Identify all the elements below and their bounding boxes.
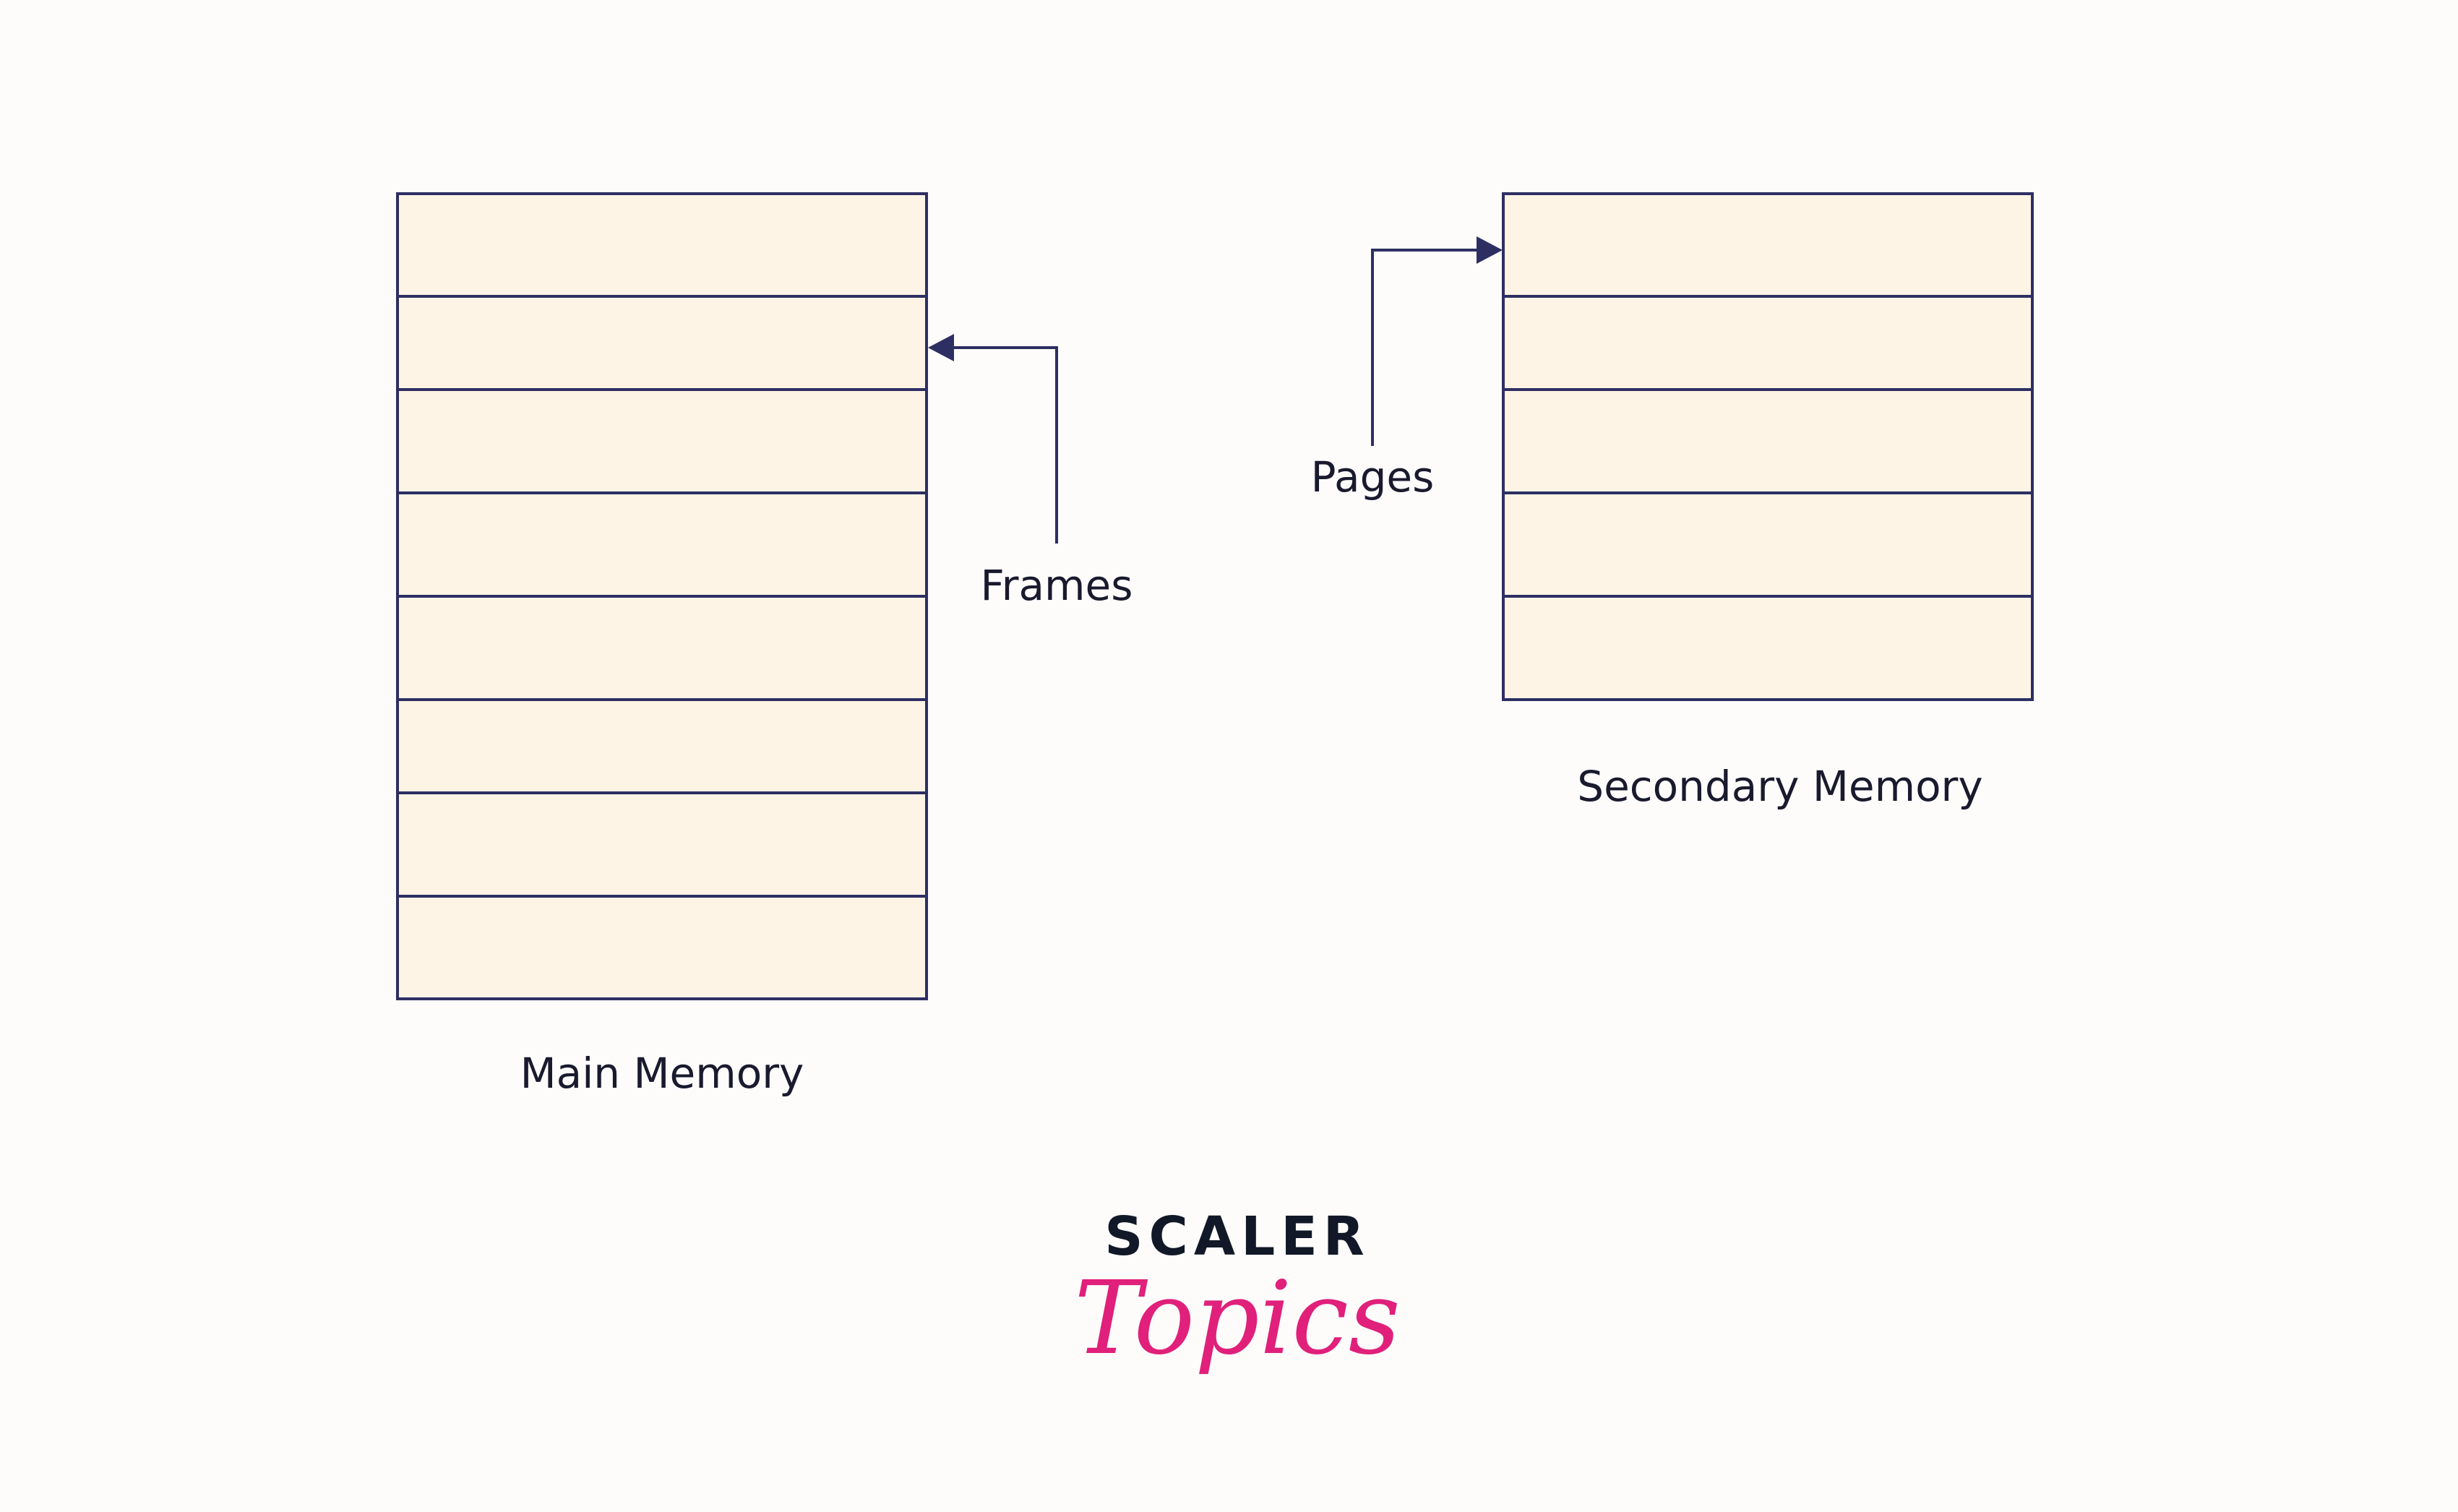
main-memory-cell bbox=[396, 791, 928, 898]
main-memory-cell bbox=[396, 388, 928, 494]
logo-scaler-text: SCALER bbox=[1104, 1206, 1370, 1268]
frames-label: Frames bbox=[981, 561, 1133, 610]
secondary-memory-block bbox=[1502, 192, 2034, 701]
secondary-memory-cell bbox=[1502, 295, 2034, 391]
pages-arrow bbox=[1371, 236, 1503, 446]
pages-connector-line bbox=[1371, 249, 1487, 446]
main-memory-cell bbox=[396, 698, 928, 794]
secondary-memory-cell bbox=[1502, 388, 2034, 494]
secondary-memory-cell bbox=[1502, 595, 2034, 701]
main-memory-cell bbox=[396, 192, 928, 298]
pages-arrowhead-icon bbox=[1477, 236, 1503, 264]
logo-topics-text: Topics bbox=[1074, 1260, 1400, 1378]
main-memory-block bbox=[396, 192, 928, 1000]
secondary-memory-cell bbox=[1502, 192, 2034, 298]
frames-connector-line bbox=[943, 346, 1058, 544]
main-memory-cell bbox=[396, 491, 928, 598]
main-memory-cell bbox=[396, 595, 928, 701]
main-memory-cell bbox=[396, 295, 928, 391]
pages-label: Pages bbox=[1311, 452, 1435, 502]
secondary-memory-cell bbox=[1502, 491, 2034, 598]
main-memory-label: Main Memory bbox=[520, 1049, 804, 1098]
frames-arrowhead-icon bbox=[928, 334, 954, 361]
main-memory-cell bbox=[396, 895, 928, 1000]
scaler-topics-logo: SCALER Topics bbox=[1074, 1206, 1400, 1378]
secondary-memory-label: Secondary Memory bbox=[1577, 762, 1982, 811]
frames-arrow bbox=[928, 334, 1058, 544]
